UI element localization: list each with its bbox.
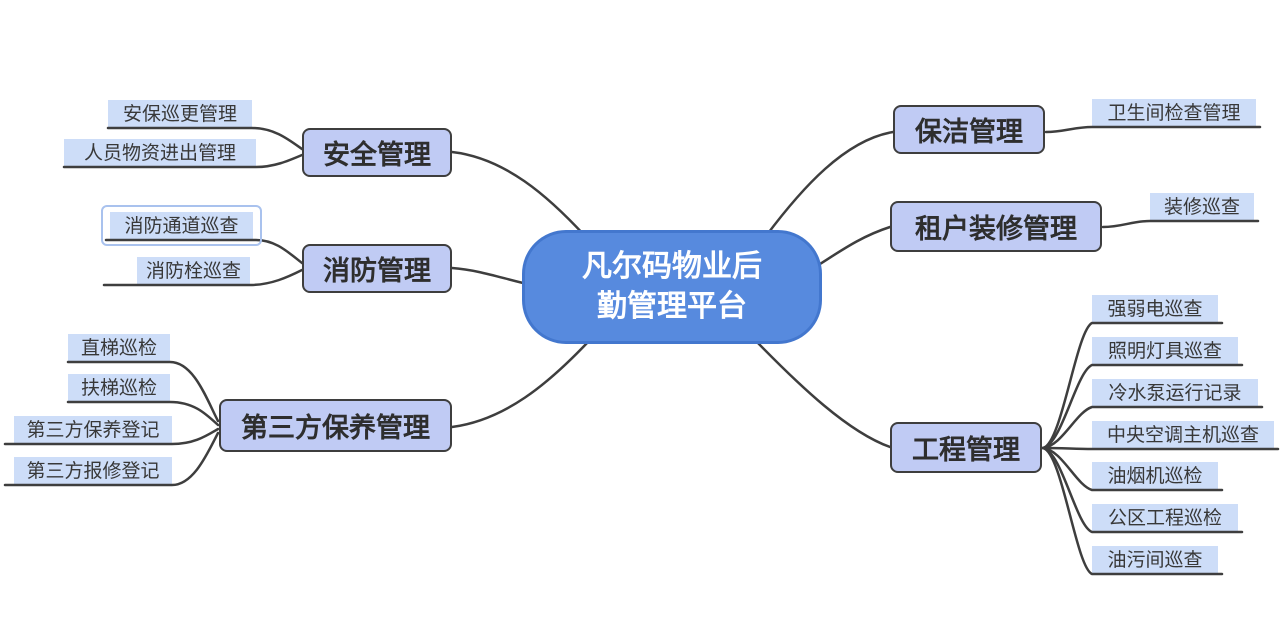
subtopic-strong-weak-electric-inspection[interactable]: 强弱电巡查 [1092,295,1218,323]
subtopic-personnel-material-access-management[interactable]: 人员物资进出管理 [64,139,256,167]
subtopic-elevator-inspection[interactable]: 直梯巡检 [68,334,170,362]
subtopic-fire-passage-inspection[interactable]: 消防通道巡查 [110,212,253,240]
subtopic-range-hood-inspection[interactable]: 油烟机巡检 [1092,462,1218,490]
connector-root-renovation [818,225,892,266]
branch-tenant-renovation-management[interactable]: 租户装修管理 [890,201,1102,252]
subtopic-renovation-inspection[interactable]: 装修巡查 [1150,193,1254,221]
subtopic-third-party-repair-register[interactable]: 第三方报修登记 [14,457,172,485]
subtopic-third-party-maintenance-register[interactable]: 第三方保养登记 [14,416,172,444]
root-topic[interactable]: 凡尔码物业后 勤管理平台 [522,230,822,344]
branch-third-party-maintenance[interactable]: 第三方保养管理 [219,399,452,452]
connector-renovation-inspection [1101,219,1260,229]
subtopic-escalator-inspection[interactable]: 扶梯巡检 [68,374,170,402]
branch-fire-management[interactable]: 消防管理 [302,244,452,293]
connector-root-fire [450,266,525,285]
subtopic-security-patrol-management[interactable]: 安保巡更管理 [108,100,252,128]
subtopic-fire-hydrant-inspection[interactable]: 消防栓巡查 [137,257,250,285]
root-topic-line2: 勤管理平台 [597,289,747,324]
connector-root-cleaning [764,130,895,238]
subtopic-public-area-engineering-inspection[interactable]: 公区工程巡检 [1092,504,1238,532]
subtopic-oil-waste-room-inspection[interactable]: 油污间巡查 [1092,546,1218,574]
subtopic-lighting-fixture-inspection[interactable]: 照明灯具巡查 [1092,337,1238,365]
connector-root-thirdparty [450,340,590,429]
branch-engineering-management[interactable]: 工程管理 [890,422,1042,473]
subtopic-cold-water-pump-operation-log[interactable]: 冷水泵运行记录 [1092,379,1258,407]
branch-cleaning-management[interactable]: 保洁管理 [893,105,1045,154]
subtopic-restroom-inspection-management[interactable]: 卫生间检查管理 [1092,99,1256,127]
subtopic-central-ac-main-unit-inspection[interactable]: 中央空调主机巡查 [1092,421,1274,449]
connector-root-security [450,150,587,238]
root-topic-line1: 凡尔码物业后 [582,249,762,284]
connector-restroom [1044,125,1262,134]
branch-security-management[interactable]: 安全管理 [302,128,452,177]
connector-root-engineering [755,340,892,449]
